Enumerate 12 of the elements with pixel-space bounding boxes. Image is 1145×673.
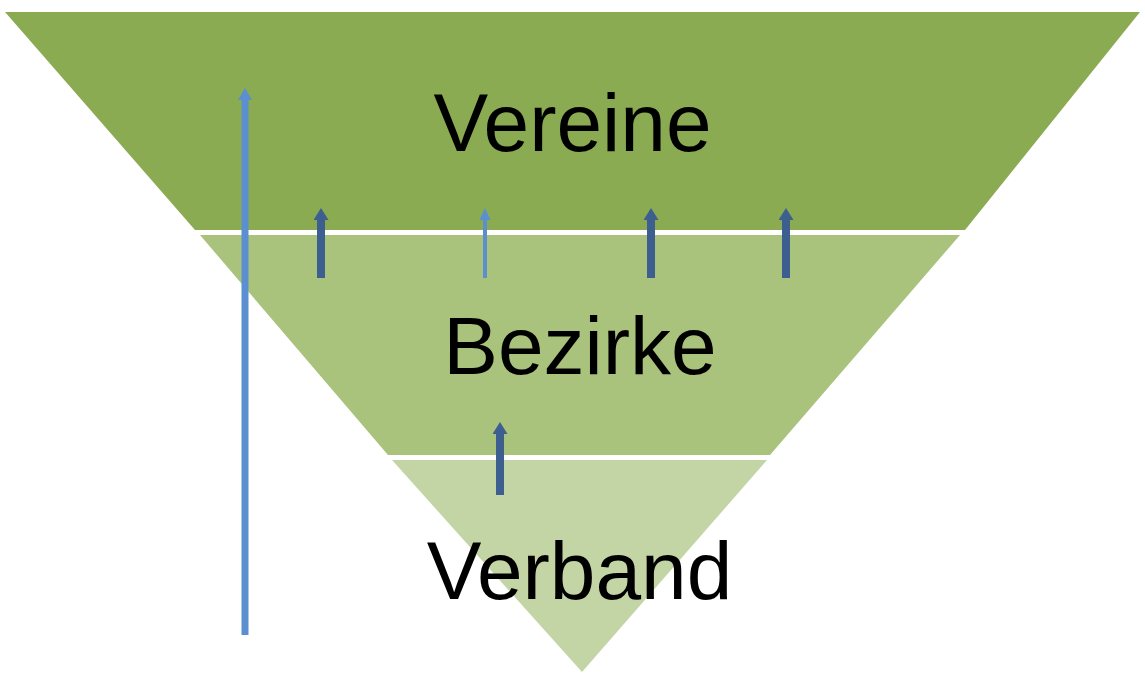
- tier-label: Verband: [425, 530, 734, 612]
- arrow: [492, 422, 508, 495]
- funnel-tier: [392, 460, 767, 672]
- arrow: [778, 208, 794, 278]
- arrow: [643, 208, 659, 278]
- arrow: [479, 208, 491, 278]
- arrow: [238, 88, 252, 635]
- arrow: [313, 208, 329, 278]
- funnel-tier: [200, 235, 960, 455]
- tier-label: Bezirke: [442, 305, 718, 387]
- funnel-tier: [5, 12, 1140, 230]
- tier-label: Vereine: [432, 82, 713, 164]
